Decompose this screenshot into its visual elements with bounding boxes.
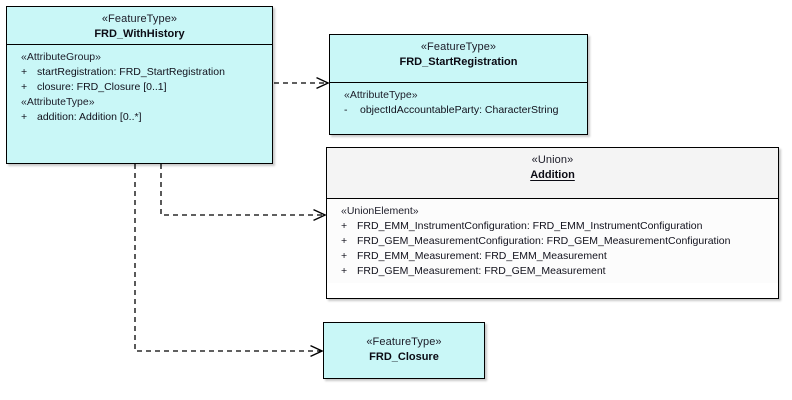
attribute-group-stereotype: «AttributeType» xyxy=(21,96,95,108)
attribute-text: FRD_GEM_Measurement: FRD_GEM_Measurement xyxy=(357,265,606,277)
class-body-frd-startregistration: «AttributeType» -objectIdAccountablePart… xyxy=(330,83,587,122)
attribute-row: + FRD_EMM_InstrumentConfiguration: FRD_EM… xyxy=(327,219,778,234)
attribute-text: FRD_EMM_InstrumentConfiguration: FRD_EMM… xyxy=(357,220,703,232)
attribute-visibility: + xyxy=(21,66,28,78)
attribute-text: FRD_GEM_MeasurementConfiguration: FRD_GE… xyxy=(357,235,731,247)
attribute-row: + addition: Addition [0..*] xyxy=(7,110,272,125)
attribute-text: FRD_EMM_Measurement: FRD_EMM_Measurement xyxy=(357,250,607,262)
attribute-row: -objectIdAccountableParty: CharacterStri… xyxy=(330,103,587,118)
class-stereotype: «FeatureType» xyxy=(101,13,178,25)
class-box-frd-closure[interactable]: «FeatureType» FRD_Closure xyxy=(323,322,485,379)
attribute-text: closure: FRD_Closure [0..1] xyxy=(37,81,167,93)
class-name: FRD_WithHistory xyxy=(94,28,185,40)
attribute-row: + FRD_EMM_Measurement: FRD_EMM_Measuremen… xyxy=(327,249,778,264)
attribute-text: objectIdAccountableParty: CharacterStrin… xyxy=(360,104,559,116)
attribute-group-stereotype: «UnionElement» xyxy=(341,205,419,217)
class-header-addition: «Union» Addition xyxy=(327,148,778,199)
attribute-visibility: + xyxy=(341,235,348,247)
attribute-row: + closure: FRD_Closure [0..1] xyxy=(7,80,272,95)
attribute-row: + FRD_GEM_Measurement: FRD_GEM_Measuremen… xyxy=(327,264,778,279)
class-body-addition: «UnionElement» + FRD_EMM_InstrumentConfig… xyxy=(327,199,778,283)
connector-withhistory-to-addition[interactable] xyxy=(160,164,325,215)
class-box-addition[interactable]: «Union» Addition «UnionElement» + FRD_EMM… xyxy=(326,147,779,299)
attribute-visibility: - xyxy=(344,104,348,116)
attribute-visibility: + xyxy=(341,250,348,262)
class-box-frd-withhistory[interactable]: «FeatureType» FRD_WithHistory «Attribute… xyxy=(6,6,273,164)
attribute-row: + startRegistration: FRD_StartRegistratio… xyxy=(7,65,272,80)
attribute-visibility: + xyxy=(21,111,28,123)
class-body-frd-withhistory: «AttributeGroup» + startRegistration: FRD… xyxy=(7,45,272,129)
class-stereotype: «Union» xyxy=(531,154,574,166)
class-header-frd-withhistory: «FeatureType» FRD_WithHistory xyxy=(7,7,272,45)
attribute-group-stereotype: «AttributeType» xyxy=(344,89,418,101)
attribute-group-stereotype: «AttributeGroup» xyxy=(21,51,101,63)
class-stereotype: «FeatureType» xyxy=(420,41,497,53)
class-box-frd-startregistration[interactable]: «FeatureType» FRD_StartRegistration «Att… xyxy=(329,34,588,135)
attribute-text: addition: Addition [0..*] xyxy=(37,111,142,123)
class-header-frd-startregistration: «FeatureType» FRD_StartRegistration xyxy=(330,35,587,83)
class-stereotype: «FeatureType» xyxy=(366,336,442,348)
class-header-frd-closure: «FeatureType» FRD_Closure xyxy=(324,323,484,378)
attribute-text: startRegistration: FRD_StartRegistration xyxy=(37,66,225,78)
class-name: Addition xyxy=(530,169,575,181)
attribute-visibility: + xyxy=(21,81,28,93)
attribute-row: + FRD_GEM_MeasurementConfiguration: FRD_G… xyxy=(327,234,778,249)
connector-withhistory-to-closure[interactable] xyxy=(134,164,322,351)
class-name: FRD_StartRegistration xyxy=(399,56,518,68)
attribute-visibility: + xyxy=(341,220,348,232)
attribute-visibility: + xyxy=(341,265,348,277)
class-name: FRD_Closure xyxy=(369,351,439,363)
